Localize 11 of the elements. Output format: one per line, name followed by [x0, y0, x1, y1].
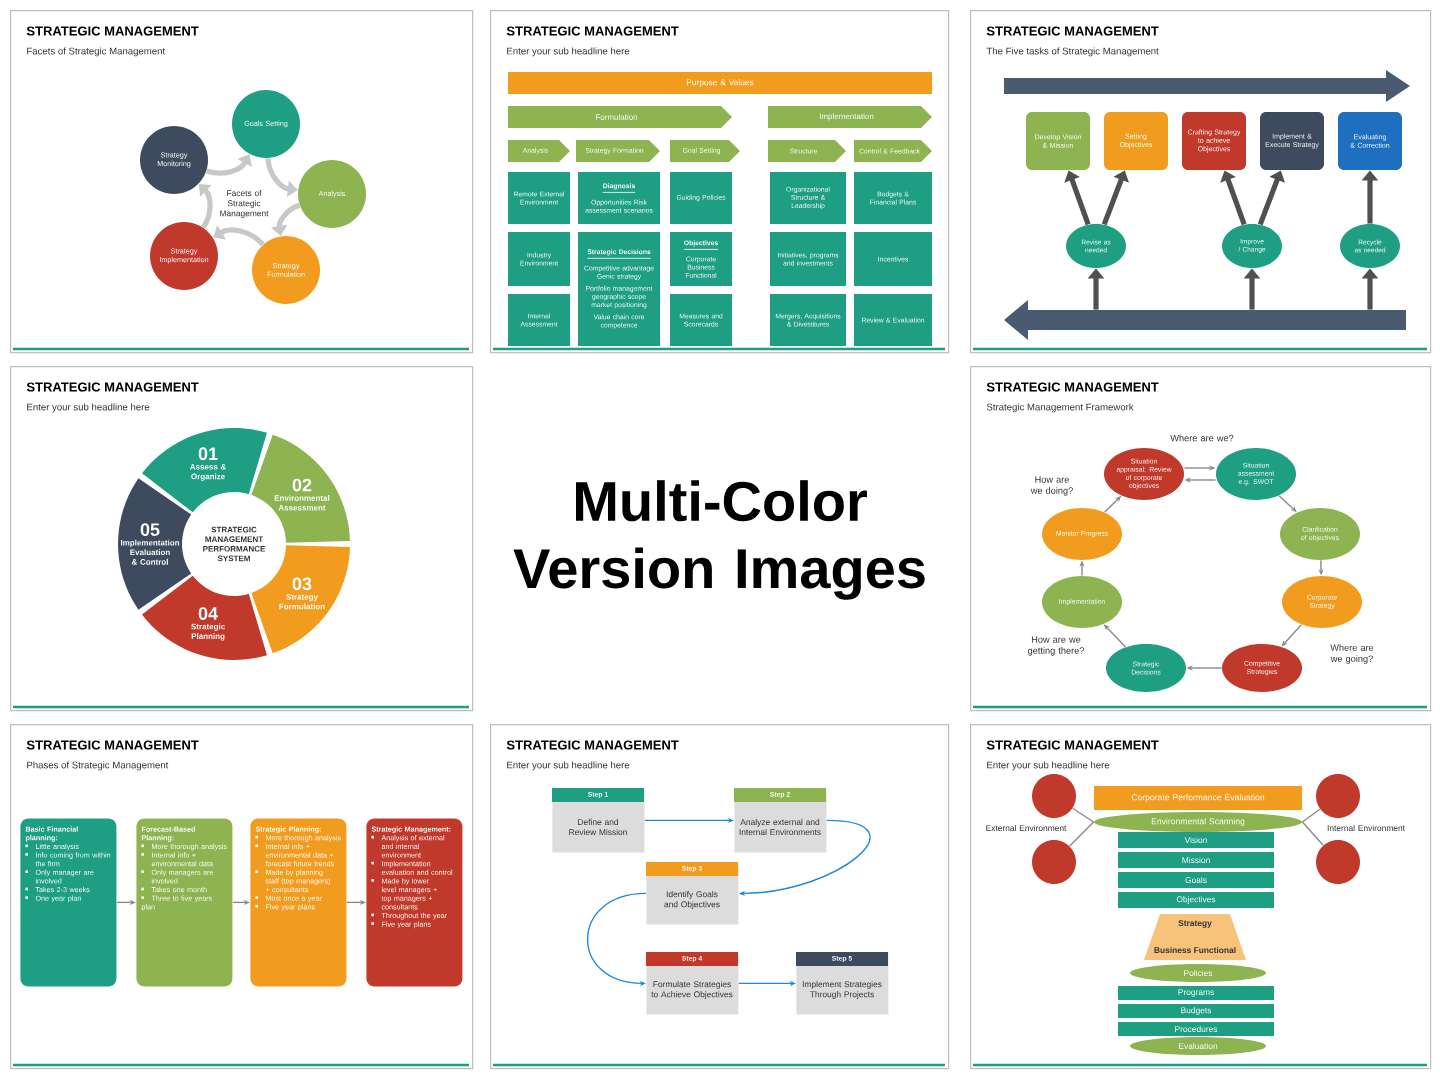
circle-shape [1316, 840, 1360, 884]
wide-arrow [1004, 300, 1406, 340]
circle-shape [1316, 774, 1360, 818]
connector-line [1301, 821, 1324, 846]
connector-line [1069, 821, 1095, 847]
arrow [1281, 624, 1303, 647]
connector-line [1301, 808, 1321, 823]
connector-line [1072, 807, 1095, 823]
page-title: Multi-Color Version Images [513, 480, 925, 600]
circle-shape [1032, 774, 1076, 818]
circle-shape [1032, 840, 1076, 884]
